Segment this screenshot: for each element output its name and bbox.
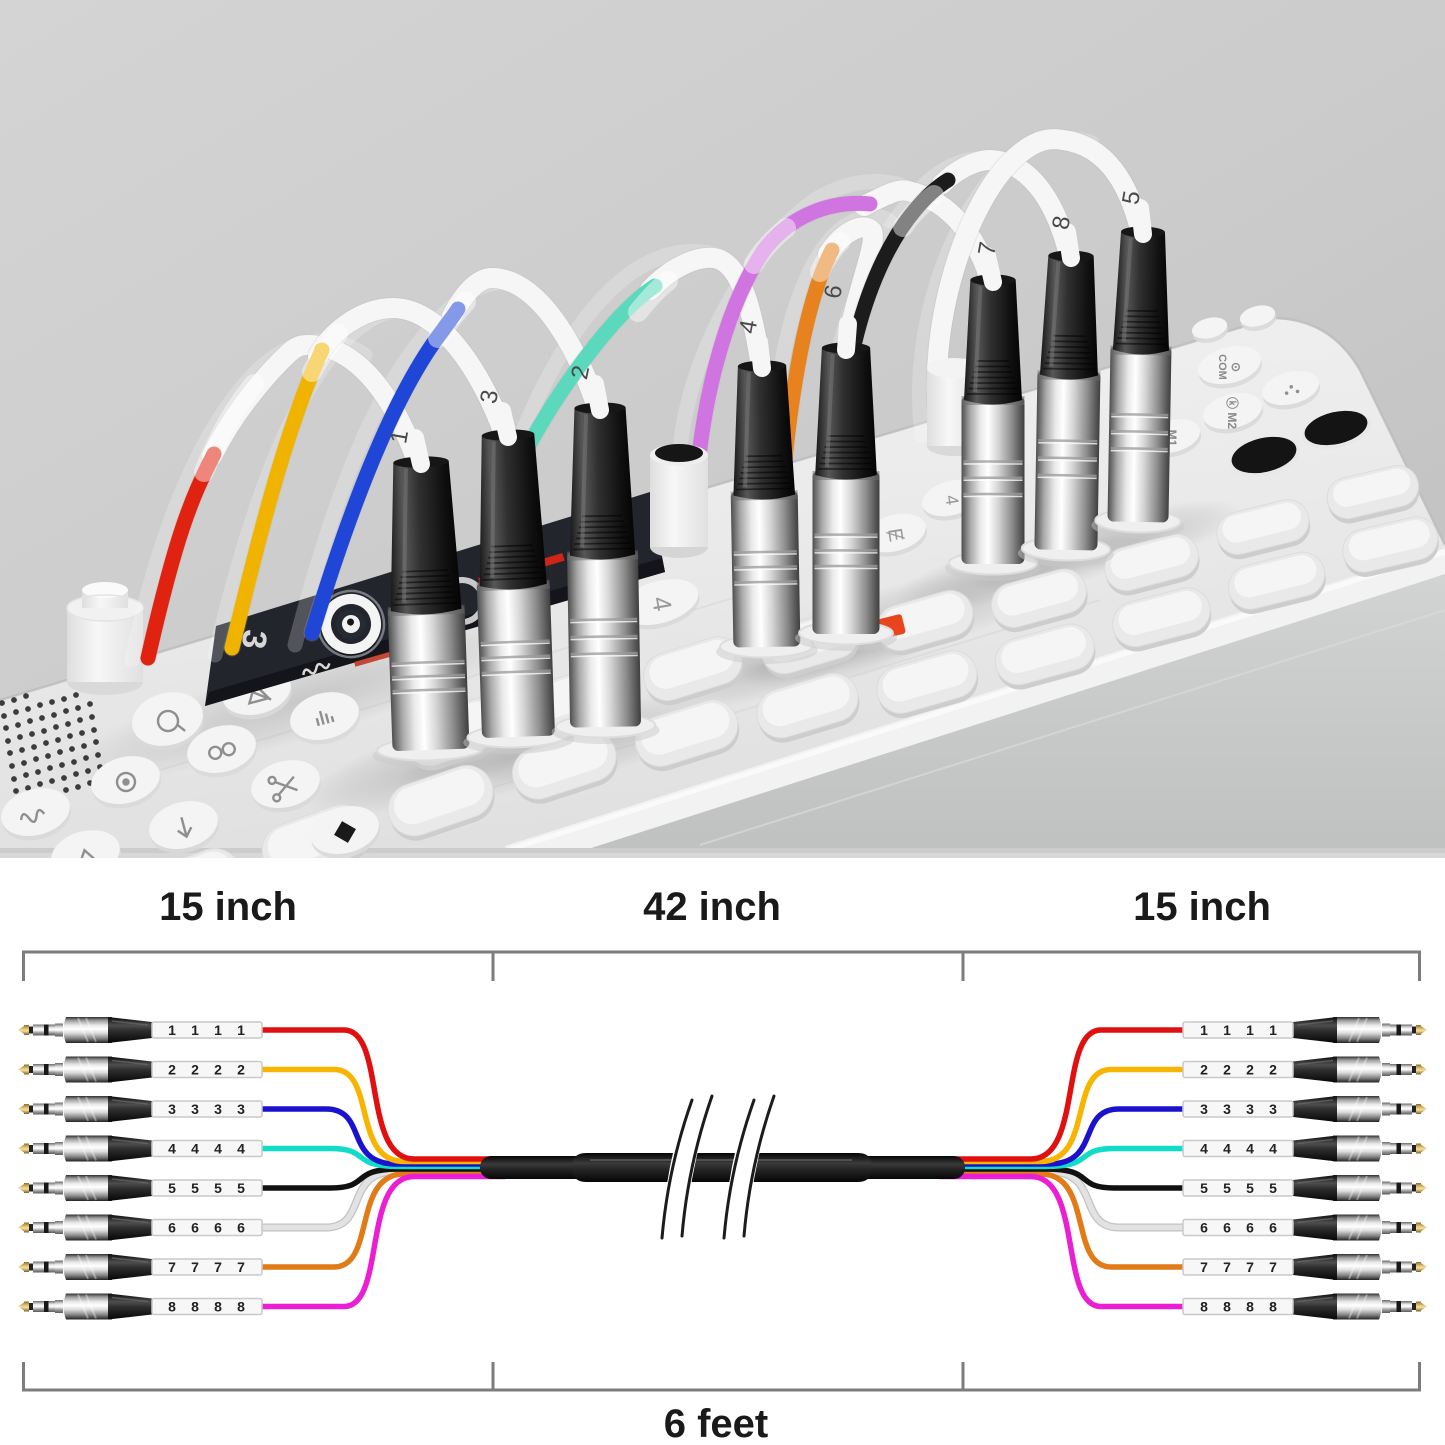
svg-text:3: 3: [214, 1101, 222, 1117]
svg-text:4: 4: [191, 1141, 199, 1157]
svg-text:1: 1: [214, 1022, 222, 1038]
svg-text:ⓚ M2: ⓚ M2: [1225, 397, 1240, 429]
svg-text:7: 7: [237, 1259, 245, 1275]
svg-text:3: 3: [237, 1101, 245, 1117]
svg-text:2: 2: [1246, 1062, 1254, 1078]
svg-text:5: 5: [168, 1180, 176, 1196]
svg-text:1: 1: [1269, 1022, 1277, 1038]
svg-text:2: 2: [1269, 1062, 1277, 1078]
svg-text:4: 4: [1269, 1141, 1277, 1157]
svg-text:1: 1: [237, 1022, 245, 1038]
svg-text:6: 6: [1200, 1220, 1208, 1236]
svg-text:8: 8: [1223, 1299, 1231, 1315]
svg-text:5: 5: [214, 1180, 222, 1196]
svg-text:1: 1: [385, 428, 414, 446]
svg-text:1: 1: [1200, 1022, 1208, 1038]
svg-text:4: 4: [1246, 1141, 1254, 1157]
svg-text:3: 3: [1269, 1101, 1277, 1117]
svg-text:3: 3: [191, 1101, 199, 1117]
svg-text:4: 4: [1200, 1141, 1208, 1157]
svg-text:1: 1: [168, 1022, 176, 1038]
svg-text:8: 8: [214, 1299, 222, 1315]
svg-text:4: 4: [214, 1141, 222, 1157]
svg-text:4: 4: [237, 1141, 245, 1157]
svg-text:8: 8: [1269, 1299, 1277, 1315]
svg-text:8: 8: [237, 1299, 245, 1315]
svg-text:6: 6: [1223, 1220, 1231, 1236]
svg-text:7: 7: [1223, 1259, 1231, 1275]
svg-text:4: 4: [734, 318, 763, 336]
svg-text:4: 4: [646, 594, 678, 613]
svg-text:1: 1: [191, 1022, 199, 1038]
svg-text:5: 5: [237, 1180, 245, 1196]
svg-text:42 inch: 42 inch: [643, 885, 781, 929]
svg-text:2: 2: [1200, 1062, 1208, 1078]
svg-text:15 inch: 15 inch: [1133, 885, 1271, 929]
svg-text:3: 3: [1200, 1101, 1208, 1117]
svg-text:7: 7: [214, 1259, 222, 1275]
svg-text:6: 6: [214, 1220, 222, 1236]
svg-text:6: 6: [1246, 1220, 1254, 1236]
svg-text:7: 7: [1246, 1259, 1254, 1275]
svg-text:5: 5: [1117, 189, 1146, 207]
svg-text:15 inch: 15 inch: [159, 885, 297, 929]
svg-text:⊙: ⊙: [1229, 362, 1243, 372]
svg-text:5: 5: [1246, 1180, 1254, 1196]
svg-text:7: 7: [168, 1259, 176, 1275]
svg-text:6: 6: [191, 1220, 199, 1236]
svg-text:6: 6: [819, 283, 848, 301]
svg-text:8: 8: [168, 1299, 176, 1315]
svg-text:5: 5: [1269, 1180, 1277, 1196]
svg-text:3: 3: [168, 1101, 176, 1117]
svg-text:5: 5: [1223, 1180, 1231, 1196]
svg-text:4: 4: [1223, 1141, 1231, 1157]
svg-text:5: 5: [191, 1180, 199, 1196]
svg-text:4: 4: [168, 1141, 176, 1157]
svg-text:2: 2: [1223, 1062, 1231, 1078]
svg-text:3: 3: [234, 628, 274, 651]
svg-text:2: 2: [191, 1062, 199, 1078]
svg-text:6 feet: 6 feet: [664, 1402, 769, 1445]
svg-text:8: 8: [1047, 214, 1076, 232]
svg-text:2: 2: [168, 1062, 176, 1078]
svg-text:1: 1: [1246, 1022, 1254, 1038]
svg-text:1: 1: [1223, 1022, 1231, 1038]
svg-text:6: 6: [237, 1220, 245, 1236]
svg-text:2: 2: [237, 1062, 245, 1078]
svg-text:3: 3: [1246, 1101, 1254, 1117]
svg-text:7: 7: [1269, 1259, 1277, 1275]
svg-text:2: 2: [214, 1062, 222, 1078]
svg-text:6: 6: [168, 1220, 176, 1236]
svg-text:6: 6: [1269, 1220, 1277, 1236]
svg-text:7: 7: [1200, 1259, 1208, 1275]
svg-text:3: 3: [1223, 1101, 1231, 1117]
svg-text:5: 5: [1200, 1180, 1208, 1196]
svg-text:4: 4: [941, 493, 962, 506]
svg-text:7: 7: [191, 1259, 199, 1275]
svg-text:2: 2: [566, 363, 595, 382]
svg-text:7: 7: [973, 240, 1002, 258]
svg-text:8: 8: [1246, 1299, 1254, 1315]
svg-text:Ɇ: Ɇ: [883, 527, 907, 544]
svg-text:8: 8: [191, 1299, 199, 1315]
svg-text:COM: COM: [1216, 354, 1228, 380]
svg-text:8: 8: [1200, 1299, 1208, 1315]
svg-text:3: 3: [475, 388, 504, 406]
